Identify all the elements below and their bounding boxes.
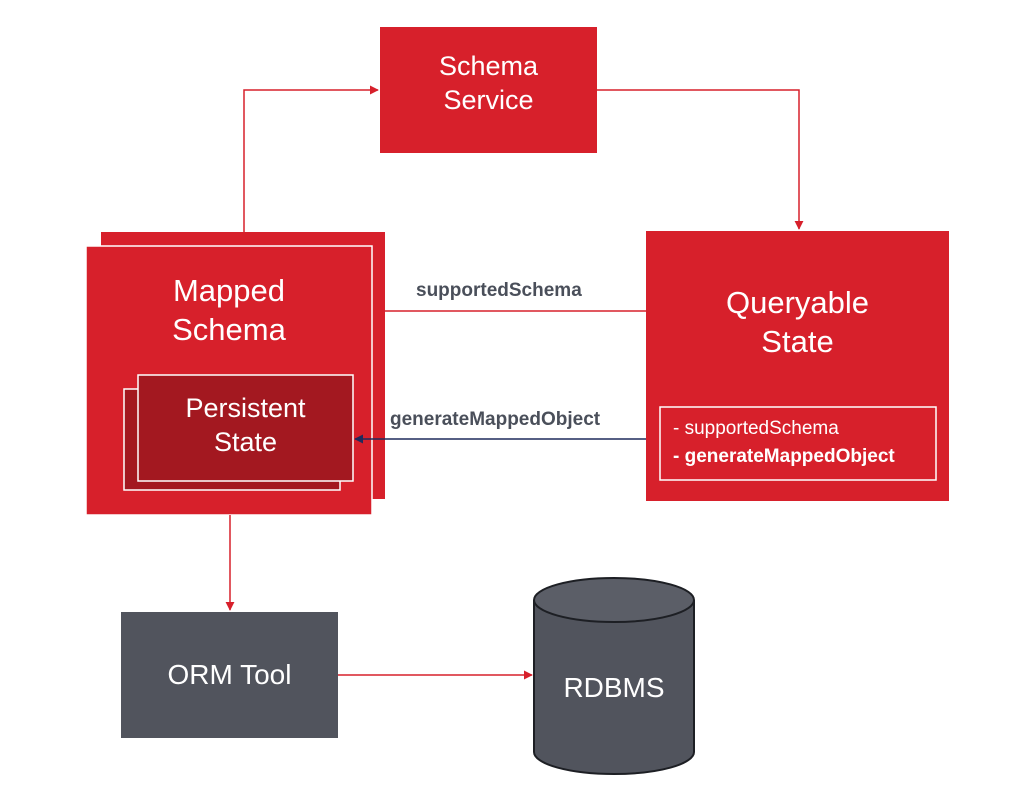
arrow-mapped-to-schema-service [243,85,379,232]
persistent-state-label: Persistent State [185,393,306,457]
persistent-state-box [137,374,354,482]
rdbms-cylinder [533,577,695,775]
schema-service-box [380,27,597,153]
edge-label-supported-schema: supportedSchema [416,280,582,301]
queryable-state-label: Queryable State [725,285,870,359]
arrow-schema-service-to-queryable [597,89,804,230]
edge-label-generate-mapped-object: generateMappedObject [390,409,601,430]
mapped-schema-label: Mapped Schema [172,273,286,347]
schema-service-label: Schema Service [438,51,539,115]
orm-tool-label: ORM Tool [167,659,292,690]
rdbms-label: RDBMS [563,672,665,703]
method-supported-schema: - supportedSchema [673,418,839,439]
method-generate-mapped-object: - generateMappedObject [673,446,895,467]
queryable-methods-list: - supportedSchema - generateMappedObject [673,415,895,471]
orm-tool-box [121,612,338,738]
queryable-methods-box [659,406,937,481]
